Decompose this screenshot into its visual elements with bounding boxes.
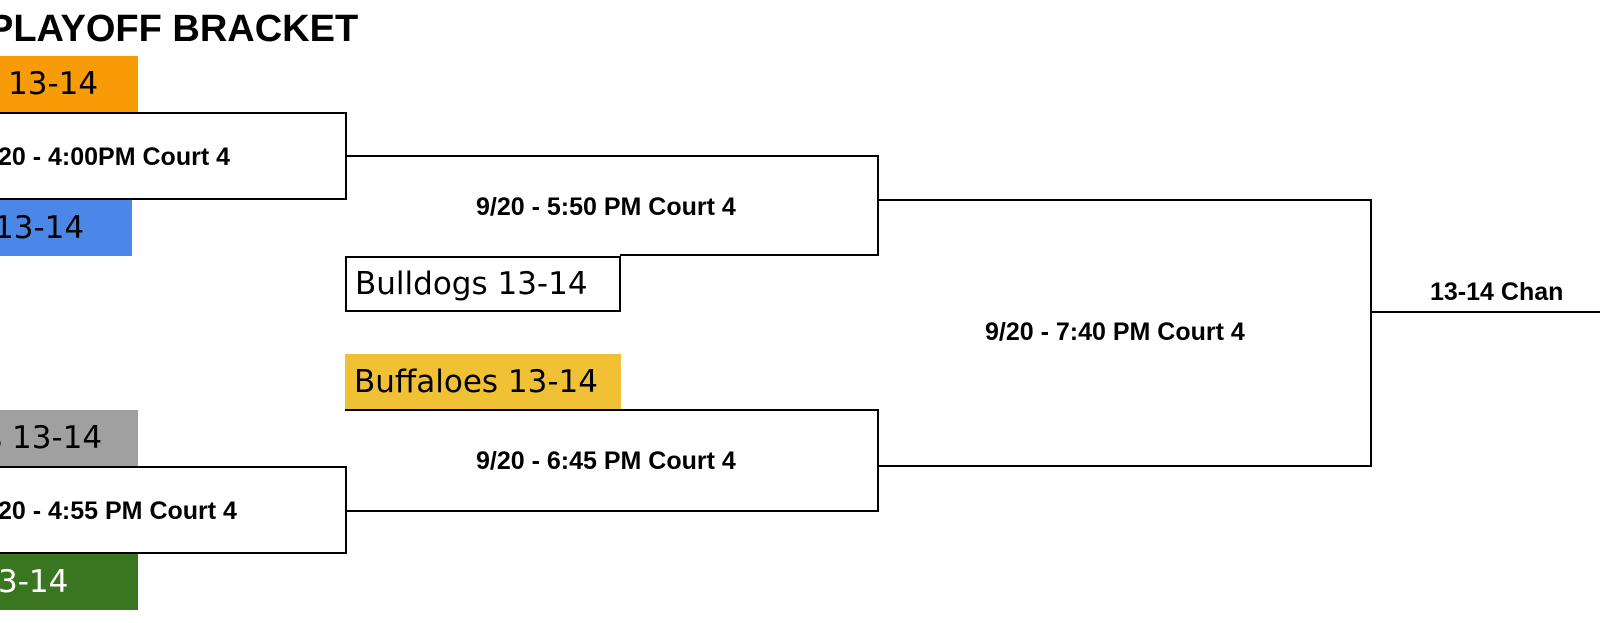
connector-line xyxy=(879,465,1372,467)
team-label: 13-14 xyxy=(0,210,85,246)
team-label: s 13-14 xyxy=(0,420,103,456)
connector-line xyxy=(620,254,879,256)
team-label: 3-14 xyxy=(0,564,69,600)
game-label-final: 9/20 - 7:40 PM Court 4 xyxy=(985,318,1245,346)
team-slot-orange: 13-14 xyxy=(0,56,138,112)
game-box-round1-top xyxy=(0,112,347,200)
team-slot-green: 3-14 xyxy=(0,554,138,610)
connector-line xyxy=(347,155,879,157)
connector-line xyxy=(1370,199,1372,467)
team-slot-gray: s 13-14 xyxy=(0,410,138,466)
connector-line xyxy=(877,409,879,512)
connector-line xyxy=(1372,311,1600,313)
team-label: 13-14 xyxy=(8,66,99,102)
page-title: PLAYOFF BRACKET xyxy=(0,8,359,50)
team-slot-blue: 13-14 xyxy=(0,200,132,256)
game-box-round1-bottom xyxy=(0,466,347,554)
team-label: Buffaloes 13-14 xyxy=(354,364,599,400)
champion-label: 13-14 Chan xyxy=(1430,278,1564,306)
game-label-round1-top: 20 - 4:00PM Court 4 xyxy=(0,143,231,171)
connector-line xyxy=(877,155,879,256)
team-slot-bulldogs: Bulldogs 13-14 xyxy=(345,256,621,312)
team-slot-buffaloes: Buffaloes 13-14 xyxy=(345,354,621,410)
connector-line xyxy=(879,199,1372,201)
game-label-round2-top: 9/20 - 5:50 PM Court 4 xyxy=(476,193,736,221)
connector-line xyxy=(347,510,879,512)
connector-line xyxy=(345,409,879,411)
game-label-round1-bottom: 20 - 4:55 PM Court 4 xyxy=(0,497,237,525)
game-label-round2-bottom: 9/20 - 6:45 PM Court 4 xyxy=(476,447,736,475)
team-label: Bulldogs 13-14 xyxy=(355,266,588,302)
